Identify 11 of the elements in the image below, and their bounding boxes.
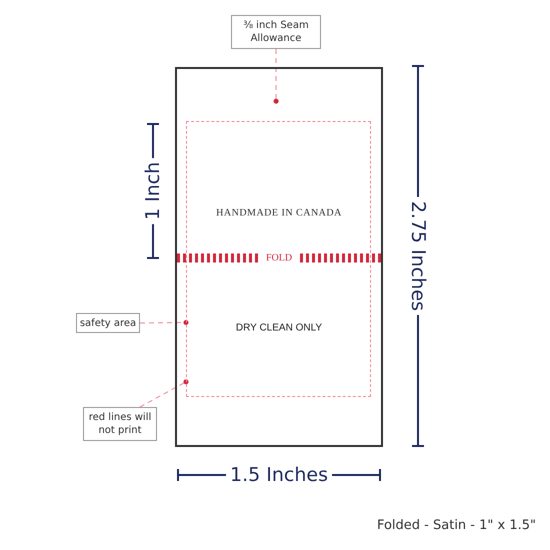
fold-label: FOLD bbox=[264, 252, 294, 264]
label-text: HANDMADE IN CANADA bbox=[216, 208, 342, 218]
callout-box: ⅜ inch Seam Allowance bbox=[231, 15, 321, 49]
callout-box: safety area bbox=[76, 313, 140, 333]
caption: Folded - Satin - 1" x 1.5" bbox=[376, 518, 536, 533]
label-outline bbox=[175, 67, 383, 447]
callout-box: red lines will not print bbox=[83, 407, 157, 441]
leader-line bbox=[274, 48, 279, 104]
leader-line bbox=[139, 379, 188, 408]
label-text: DRY CLEAN ONLY bbox=[236, 322, 322, 334]
leader-line bbox=[140, 320, 188, 325]
